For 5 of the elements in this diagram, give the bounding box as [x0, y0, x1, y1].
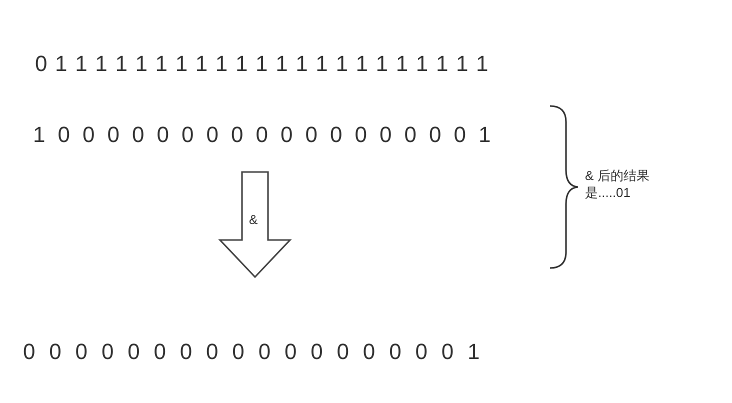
block-arrow	[218, 171, 292, 278]
binary-number: 0 0 0 0 0 0 0 0 0 0 0 0 0 0 0 0 0 1	[23, 338, 484, 366]
binary-number: 0 1 1 1 1 1 1 1 1 1 1 1 1 1 1 1 1 1 1 1 1 1 1	[35, 50, 490, 78]
note-text: & 后的结果是.....01	[585, 167, 650, 201]
binary-number: 1 0 0 0 0 0 0 0 0 0 0 0 0 0 0 0 0 0 1	[33, 121, 494, 149]
